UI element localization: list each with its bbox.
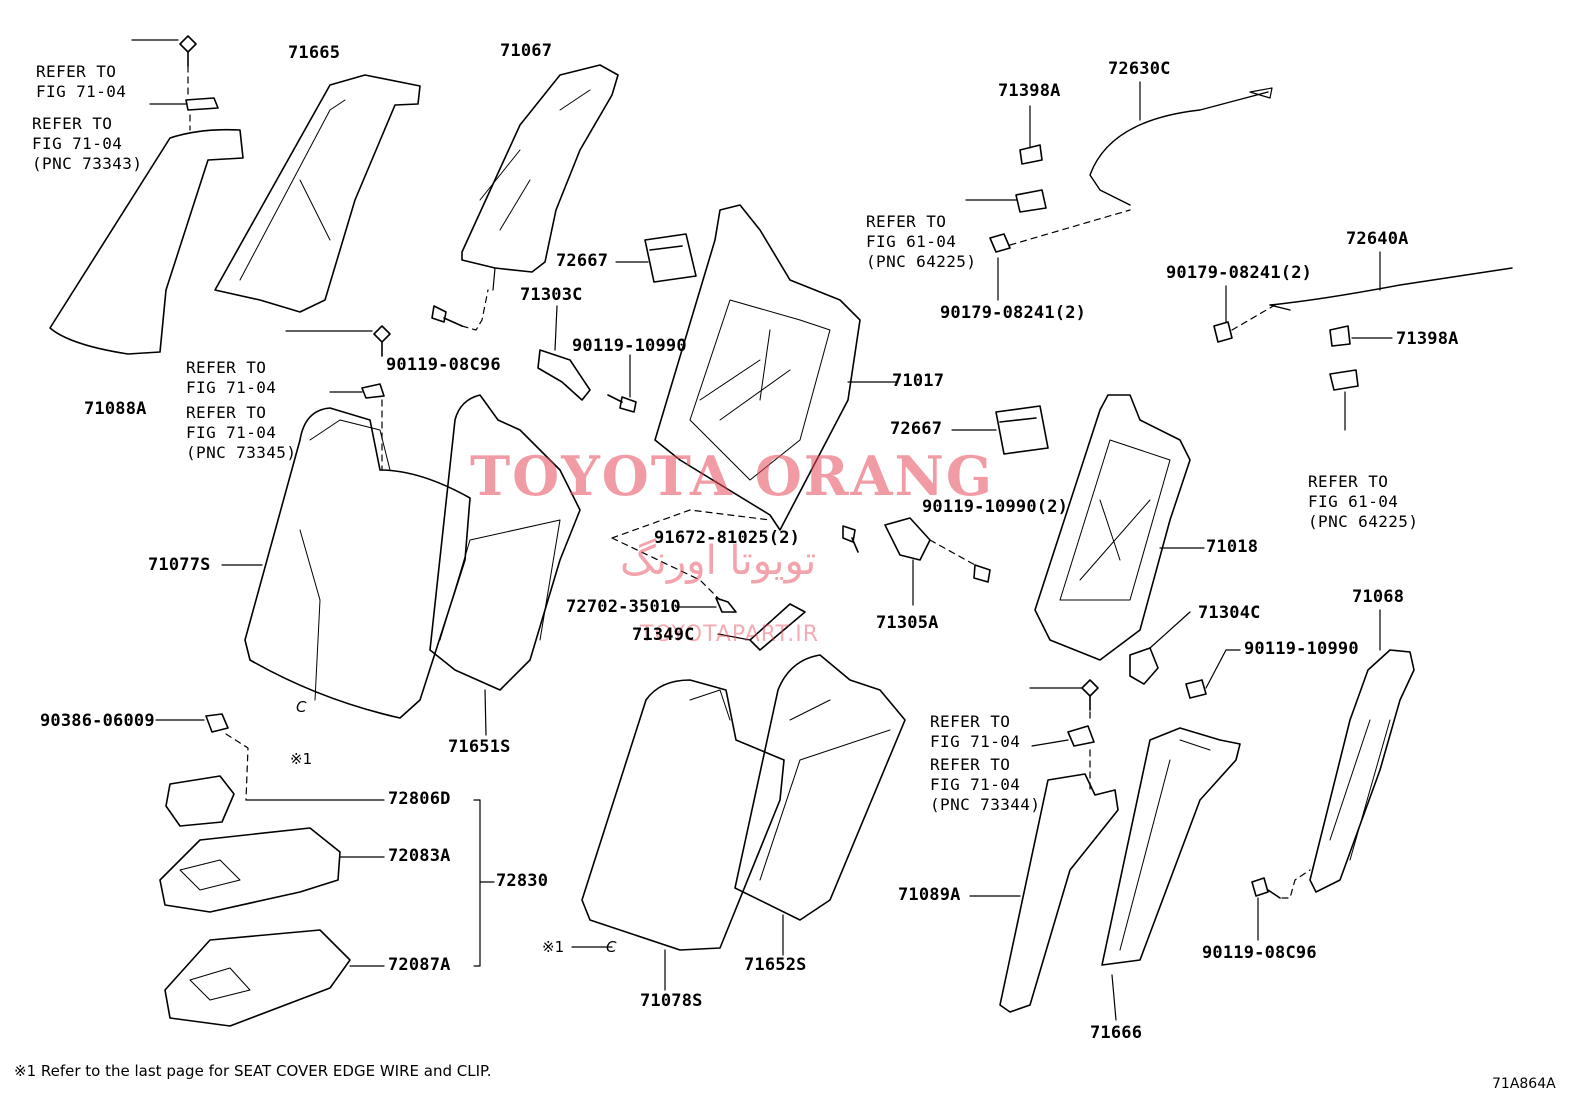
clip-73344 [1067,725,1095,747]
grommet-90179-b [1213,321,1233,343]
label-72667-b: 72667 [890,419,943,439]
garnish-71665 [214,74,421,313]
bracket-71067 [461,64,619,273]
figure-id: 71A864A [1492,1076,1556,1092]
panel-71089a [999,773,1119,1013]
mark-ref1-b: ※1 [542,938,565,956]
frame-71017 [654,204,861,531]
watermark-site: TOYOTAPART.IR [640,622,820,647]
label-71078s: 71078S [640,991,703,1011]
armrest-72083a [159,827,341,913]
cup-holder-72806d [165,775,235,827]
bolt-90119-10990a [607,394,637,413]
label-90119-10990-a: 90119-10990 [572,336,687,356]
label-90119-10990-b: 90119-10990(2) [922,497,1069,517]
clip-64225-b [1329,369,1359,391]
label-71665: 71665 [288,43,341,63]
armrest-72087a [164,929,351,1027]
label-90179-08241-b: 90179-08241(2) [1166,263,1313,283]
bolt-90119-08c96-b [1251,877,1281,899]
label-71305a: 71305A [876,613,939,633]
bolt-91672 [842,525,859,553]
watermark-persian: تویوتا اورنگ [620,538,817,584]
bracket-71305a [884,517,931,561]
label-71067: 71067 [500,41,553,61]
label-72667-a: 72667 [556,251,609,271]
label-71666: 71666 [1090,1023,1143,1043]
clip-73343 [185,97,219,111]
label-90119-08c96-a: 90119-08C96 [386,355,501,375]
bolt-90119-10990b [973,564,991,583]
clip-64225-a [1015,189,1047,213]
label-71089a: 71089A [898,885,961,905]
label-71398a-a: 71398A [998,81,1061,101]
label-72083a: 72083A [388,846,451,866]
cover-71078s [581,679,785,951]
clip-71398a-b [1329,325,1351,347]
screw-top-left [179,35,197,67]
label-90386-06009: 90386-06009 [40,711,155,731]
hinge-71304c [1129,647,1159,685]
mark-c-a: C [296,698,307,716]
bolt-90119-08c96-a [431,305,463,327]
watermark-brand: TOYOTA ORANG [470,444,995,508]
clip-72667a [644,233,697,283]
garnish-71666 [1101,727,1241,966]
label-72087a: 72087A [388,955,451,975]
screw-mid-left [373,325,391,357]
bolt-72702 [715,597,737,613]
label-72630c: 72630C [1108,59,1171,79]
label-72830: 72830 [496,871,549,891]
clip-72667b [995,405,1049,455]
label-90179-08241-a: 90179-08241(2) [940,303,1087,323]
bolt-90119-10990c [1185,679,1207,699]
label-71651s: 71651S [448,737,511,757]
cover-71349c [749,603,806,651]
label-71017: 71017 [892,371,945,391]
label-71077s: 71077S [148,555,211,575]
mark-ref1-a: ※1 [290,750,313,768]
label-71652s: 71652S [744,955,807,975]
label-90119-10990-c: 90119-10990 [1244,639,1359,659]
clip-73345 [361,383,385,399]
mark-c-b: C [606,938,617,956]
label-72806d: 72806D [388,789,451,809]
frame-71018 [1034,394,1191,661]
pad-71651s [429,394,581,691]
panel-71088a [49,128,244,355]
label-71018: 71018 [1206,537,1259,557]
screw-mid-right [1081,679,1099,711]
label-72640a: 72640A [1346,229,1409,249]
label-71304c: 71304C [1198,603,1261,623]
bracket-71068 [1309,649,1415,893]
label-71068: 71068 [1352,587,1405,607]
label-90119-08c96-b: 90119-08C96 [1202,943,1317,963]
footnote: ※1 Refer to the last page for SEAT COVER… [14,1062,492,1080]
clip-90386 [205,713,229,733]
label-72702-35010: 72702-35010 [566,597,681,617]
hinge-71303c [537,349,591,401]
label-71349c: 71349C [632,625,695,645]
grommet-90179-a [989,233,1011,253]
label-91672-81025: 91672-81025(2) [654,528,801,548]
pad-71652s [734,654,906,921]
label-71088a: 71088A [84,399,147,419]
label-71398a-b: 71398A [1396,329,1459,349]
label-71303c: 71303C [520,285,583,305]
cable-72630c [1089,91,1269,206]
clip-71398a-a [1019,144,1043,165]
seatback-71077s [244,407,471,719]
